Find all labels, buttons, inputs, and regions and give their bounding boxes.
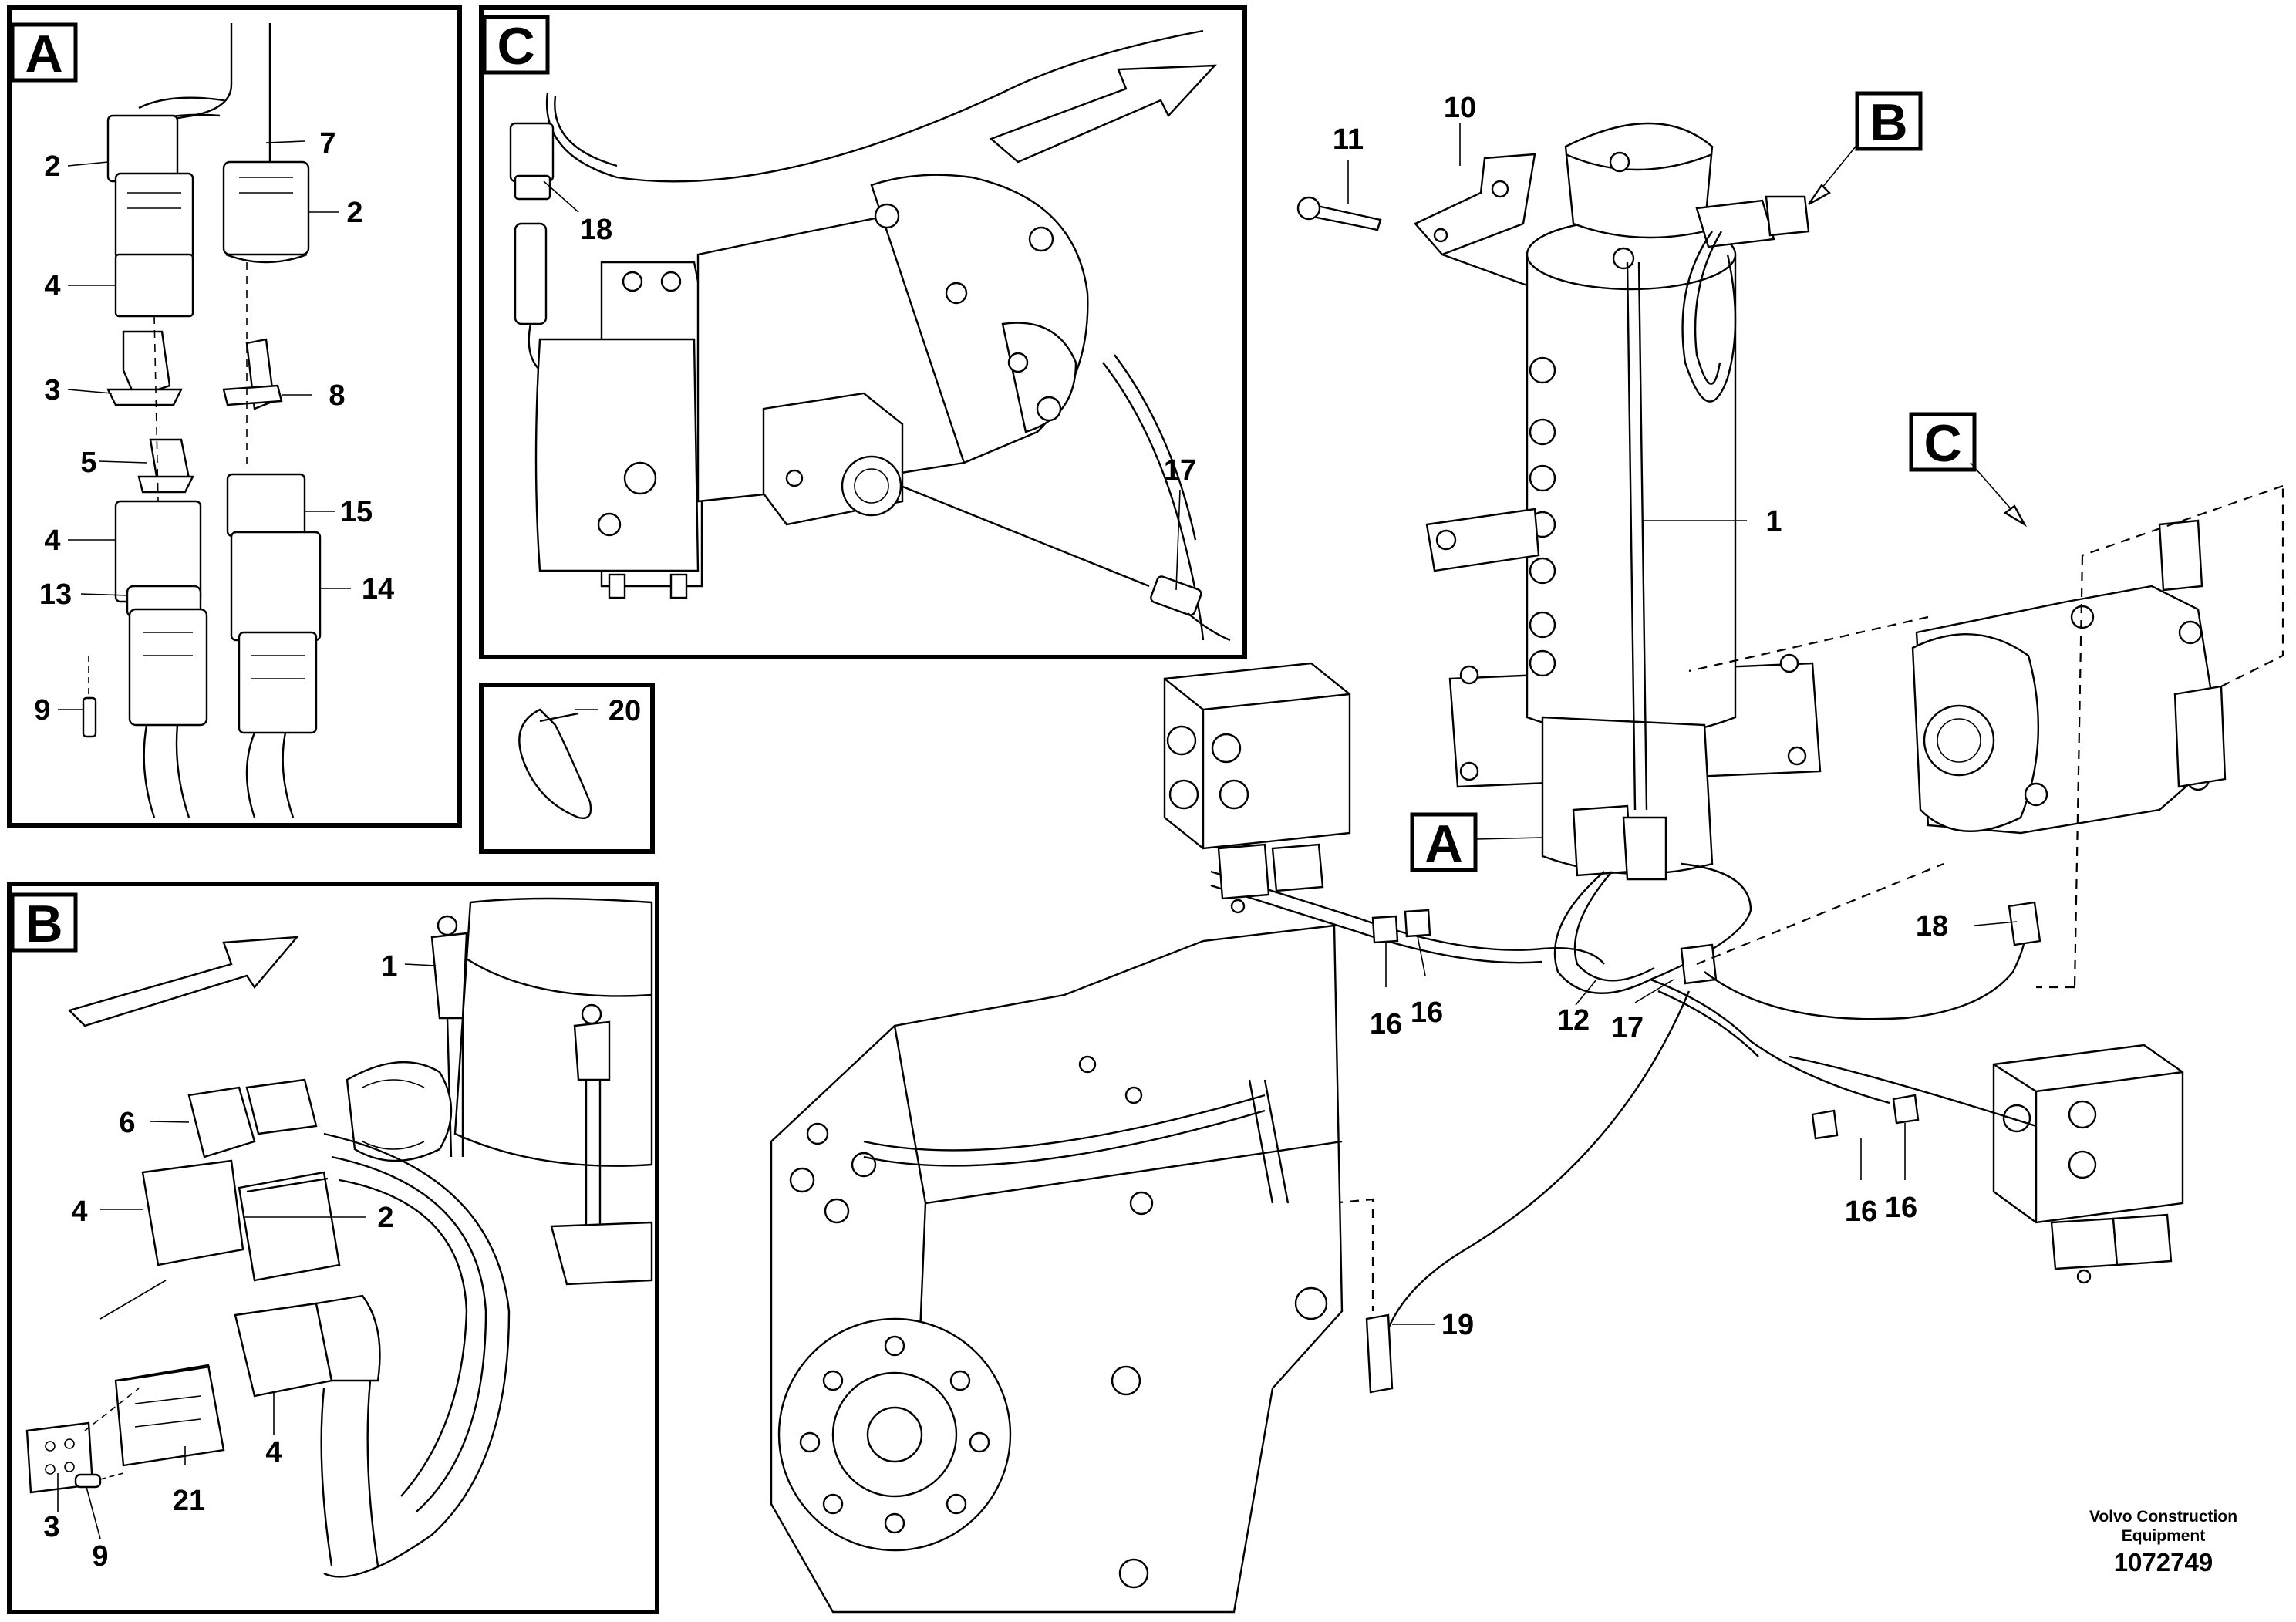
callout-label: 17 xyxy=(1164,454,1196,487)
callout-label: 16 xyxy=(1885,1192,1917,1224)
inset-b-leaders xyxy=(57,963,437,1539)
callout-label: 3 xyxy=(44,374,60,406)
inset-c-tag: C xyxy=(497,17,534,76)
callout-label: 11 xyxy=(1333,123,1364,156)
document-number: 1072749 xyxy=(2114,1548,2213,1576)
callout-label: 2 xyxy=(44,150,60,183)
callout-label: 16 xyxy=(1845,1195,1877,1228)
callout-label: 2 xyxy=(346,197,362,229)
inset-cable-tie: 20 xyxy=(479,683,655,854)
detail-c-outline xyxy=(2036,484,2284,989)
callout-label: 12 xyxy=(1557,1004,1590,1037)
filter-cylinder xyxy=(1425,122,1822,875)
inset-a-callouts: 2 7 2 4 3 8 5 15 4 13 14 9 xyxy=(34,127,394,727)
inset-c-callouts: 18 17 xyxy=(580,214,1196,487)
callout-label: 18 xyxy=(580,214,612,246)
detail-c-outline-2 xyxy=(1688,615,1944,966)
callout-label: 1 xyxy=(1765,505,1782,538)
inset-a-drawing xyxy=(82,23,322,818)
transmission xyxy=(770,924,1344,1614)
callout-label: 10 xyxy=(1444,92,1476,124)
inset-b-frame xyxy=(7,882,659,1614)
inset-tie-frame xyxy=(479,683,655,854)
inset-b: B xyxy=(7,882,659,1614)
callout-label: 7 xyxy=(319,127,335,160)
callout-label: 6 xyxy=(119,1107,135,1139)
transmission-bolts xyxy=(789,1055,1328,1589)
callout-label: 14 xyxy=(362,573,394,605)
main-tag-c: C xyxy=(1923,414,1961,473)
inset-c: C xyxy=(479,5,1247,659)
sensor-plug-16d xyxy=(1892,1094,1920,1125)
bracket-and-bolt xyxy=(1296,153,1536,287)
sensor-cable-19 xyxy=(1379,990,1691,1358)
main-tag-a: A xyxy=(1424,814,1462,873)
inset-a-tag-box xyxy=(10,22,78,83)
main-tag-a-box xyxy=(1410,812,1478,872)
callout-label: 4 xyxy=(44,524,60,557)
callout-label: 5 xyxy=(80,447,96,479)
callout-label: 2 xyxy=(377,1202,393,1234)
main-assembly: B C A xyxy=(770,91,2284,1614)
callout-label: 16 xyxy=(1370,1008,1402,1040)
sensor-plug-16a xyxy=(1371,915,1399,944)
main-tag-c-box xyxy=(1909,412,1977,472)
callout-label: 1 xyxy=(381,950,397,983)
valve-block-left xyxy=(1163,662,1351,914)
sensor-plug-16c xyxy=(1811,1109,1839,1140)
inset-c-drawing xyxy=(509,29,1231,642)
callout-label: 21 xyxy=(173,1485,205,1517)
callout-label: 17 xyxy=(1611,1012,1644,1044)
main-leaders xyxy=(1347,123,2018,1325)
main-tag-b: B xyxy=(1870,93,1907,152)
inset-a-tag: A xyxy=(25,25,62,83)
detail-19-outline xyxy=(994,1198,1374,1311)
inset-b-tag-box xyxy=(10,892,78,953)
footer: Volvo Construction Equipment 1072749 xyxy=(2089,1508,2237,1576)
inset-b-drawing xyxy=(25,897,653,1578)
callout-label: 4 xyxy=(71,1195,87,1228)
callout-label: 9 xyxy=(92,1540,108,1573)
inset-a-frame xyxy=(7,5,462,828)
callout-label: 8 xyxy=(329,379,345,412)
inset-a: A xyxy=(7,5,462,828)
valve-block-right xyxy=(1789,1044,2184,1284)
main-tag-b-box xyxy=(1855,91,1923,151)
callout-label: 4 xyxy=(44,270,60,302)
sensor-cable-18 xyxy=(1704,925,2027,1020)
inset-c-leaders xyxy=(543,180,1181,591)
sensor-plug-16b xyxy=(1404,909,1431,938)
brand-line-1: Volvo Construction xyxy=(2089,1508,2237,1526)
motor-c-main xyxy=(1911,519,2227,835)
callout-label: 20 xyxy=(609,695,641,727)
callout-label: 15 xyxy=(340,496,373,528)
inset-c-frame xyxy=(479,5,1247,659)
main-callouts: 11 10 1 18 16 16 12 17 16 16 19 xyxy=(1333,92,1948,1341)
inset-b-tag: B xyxy=(25,895,62,953)
brand-line-2: Equipment xyxy=(2122,1527,2206,1545)
inset-a-leaders xyxy=(58,140,351,710)
callout-label: 18 xyxy=(1916,910,1948,943)
callout-label: 3 xyxy=(43,1511,59,1543)
inset-b-callouts: 1 6 4 2 3 4 21 9 xyxy=(43,950,397,1573)
callout-label: 19 xyxy=(1441,1309,1474,1341)
callout-label: 9 xyxy=(34,694,50,727)
inset-c-tag-box xyxy=(482,15,550,75)
callout-label: 4 xyxy=(265,1436,282,1469)
harness-right xyxy=(1650,978,1890,1104)
callout-label: 13 xyxy=(39,578,72,611)
callout-label: 16 xyxy=(1411,996,1443,1029)
